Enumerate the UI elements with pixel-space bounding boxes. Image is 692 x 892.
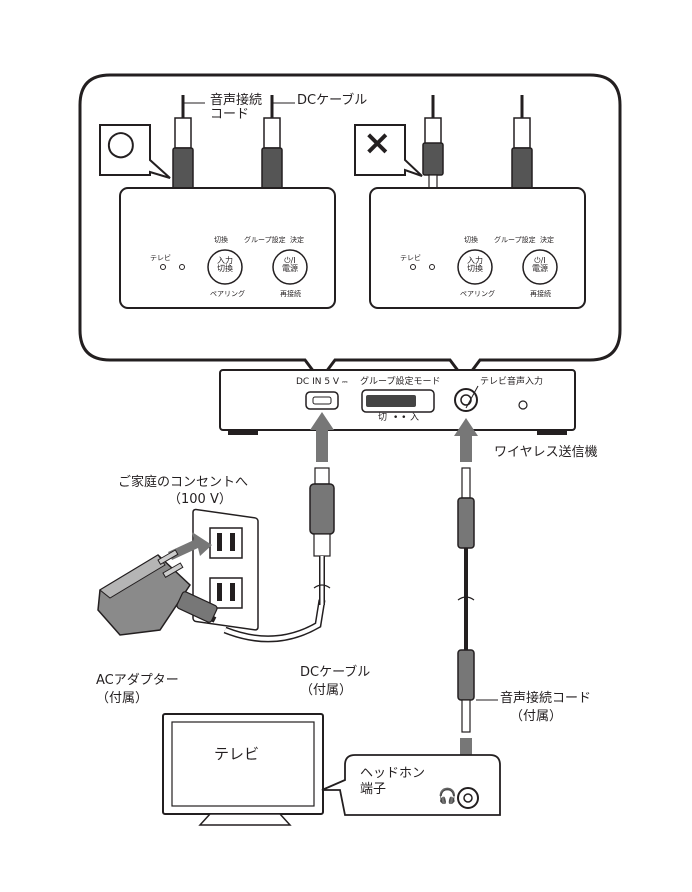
ok-mark-box (99, 124, 171, 179)
dc-in-label: DC IN 5 V ⎓ (296, 377, 348, 387)
panel-right-tv: テレビ (400, 254, 421, 262)
audio-cable (457, 467, 475, 733)
switch-dots: • • (393, 413, 407, 423)
ac-adapter-sub: （付属） (96, 691, 149, 706)
ac-adapter-label: ACアダプター (96, 673, 179, 688)
panel-left-group: グループ設定 (244, 236, 286, 244)
headphone-icon: 🎧 (438, 787, 457, 805)
panel-left-decide: 決定 (290, 236, 304, 244)
dc-cable-label: DCケーブル (300, 665, 371, 680)
panel-right-input-button: 入力 切換 (467, 256, 483, 274)
panel-wrong (369, 95, 586, 309)
switch-on-label: 入 (410, 413, 420, 423)
panel-right-power-button: ⏻/I 電源 (532, 256, 548, 274)
panel-correct (119, 95, 336, 309)
panel-right-decide: 決定 (540, 236, 554, 244)
panel-left-switch: 切換 (214, 236, 228, 244)
panel-left-pairing: ペアリング (210, 290, 245, 298)
panel-right-reconnect: 再接続 (530, 290, 551, 298)
arrow-up-dc (310, 412, 334, 462)
audio-cable-sub: （付属） (510, 709, 563, 724)
ok-mark: ○ (106, 123, 136, 163)
tv (162, 713, 324, 826)
dc-symbol: ⎓ (341, 378, 348, 386)
audio-cable-label: 音声接続コード (500, 691, 592, 706)
panel-left-power-button: ⏻/I 電源 (282, 256, 298, 274)
tv-label: テレビ (214, 745, 260, 763)
arrow-to-outlet (168, 532, 212, 560)
headphone-callout (321, 754, 501, 816)
panel-right-switch: 切換 (464, 236, 478, 244)
wall-outlet (192, 508, 259, 631)
arrow-up-audio (454, 418, 478, 462)
switch-off-label: 切 (378, 413, 388, 423)
ng-mark: × (363, 123, 392, 163)
dc-in-text: DC IN 5 V (296, 377, 340, 387)
wireless-transmitter (219, 369, 576, 435)
dc-cable-sub: （付属） (300, 683, 353, 698)
headphone-jack-label: ヘッドホン 端子 (360, 766, 426, 797)
tv-audio-in-label: テレビ音声入力 (480, 377, 544, 387)
panel-right-pairing: ペアリング (460, 290, 495, 298)
dc-cable-label-top: DCケーブル (297, 93, 368, 108)
panel-left-reconnect: 再接続 (280, 290, 301, 298)
outlet-label: ご家庭のコンセントへ (118, 475, 249, 490)
panel-right-group: グループ設定 (494, 236, 536, 244)
transmitter-name: ワイヤレス送信機 (494, 445, 598, 460)
panel-left-tv: テレビ (150, 254, 171, 262)
audio-cable-label-top: 音声接続 コード (210, 93, 263, 123)
outlet-voltage: （100 V） (168, 492, 232, 507)
ac-adapter (97, 549, 326, 643)
group-mode-label: グループ設定モード (360, 377, 441, 387)
dc-cable (309, 467, 335, 605)
panel-left-input-button: 入力 切換 (217, 256, 233, 274)
ng-mark-box (354, 124, 423, 177)
